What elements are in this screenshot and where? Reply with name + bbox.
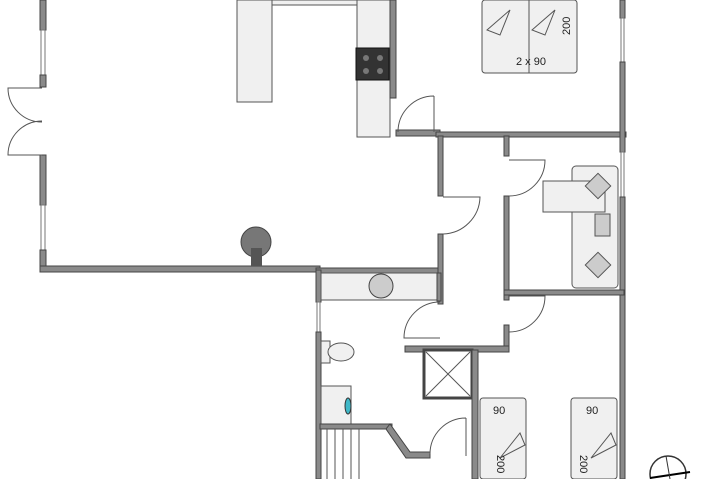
bathroom-door[interactable] bbox=[403, 301, 441, 339]
bedroom-door[interactable] bbox=[508, 295, 546, 333]
bedroom-bottom-right: 90 200 bbox=[570, 397, 618, 479]
staircase bbox=[326, 429, 360, 479]
bed-size-label: 2 x 90 bbox=[516, 56, 546, 68]
sofa-room bbox=[542, 165, 619, 289]
bedroom-bottom-left: 90 200 bbox=[479, 397, 527, 479]
bedroom-top: 2 x 90 200 bbox=[435, 0, 627, 479]
bed-length-label: 200 bbox=[561, 17, 573, 35]
sofa-room-door[interactable] bbox=[508, 159, 546, 197]
stair-door[interactable] bbox=[429, 417, 467, 456]
washing-machine bbox=[320, 385, 352, 427]
hall-door[interactable] bbox=[442, 196, 481, 235]
kitchen-door[interactable] bbox=[397, 95, 435, 133]
kitchen bbox=[236, 0, 441, 138]
shower bbox=[422, 348, 474, 400]
bed-width-label: 90 bbox=[493, 405, 505, 417]
compass-icon bbox=[649, 455, 691, 479]
bed-length-label: 200 bbox=[494, 455, 506, 473]
cooktop bbox=[355, 47, 390, 81]
bed-width-label: 90 bbox=[586, 405, 598, 417]
toilet bbox=[320, 340, 355, 364]
bathroom bbox=[315, 269, 479, 479]
double-door[interactable] bbox=[7, 87, 43, 156]
bed-length-label: 200 bbox=[577, 455, 589, 473]
sink bbox=[368, 273, 394, 299]
